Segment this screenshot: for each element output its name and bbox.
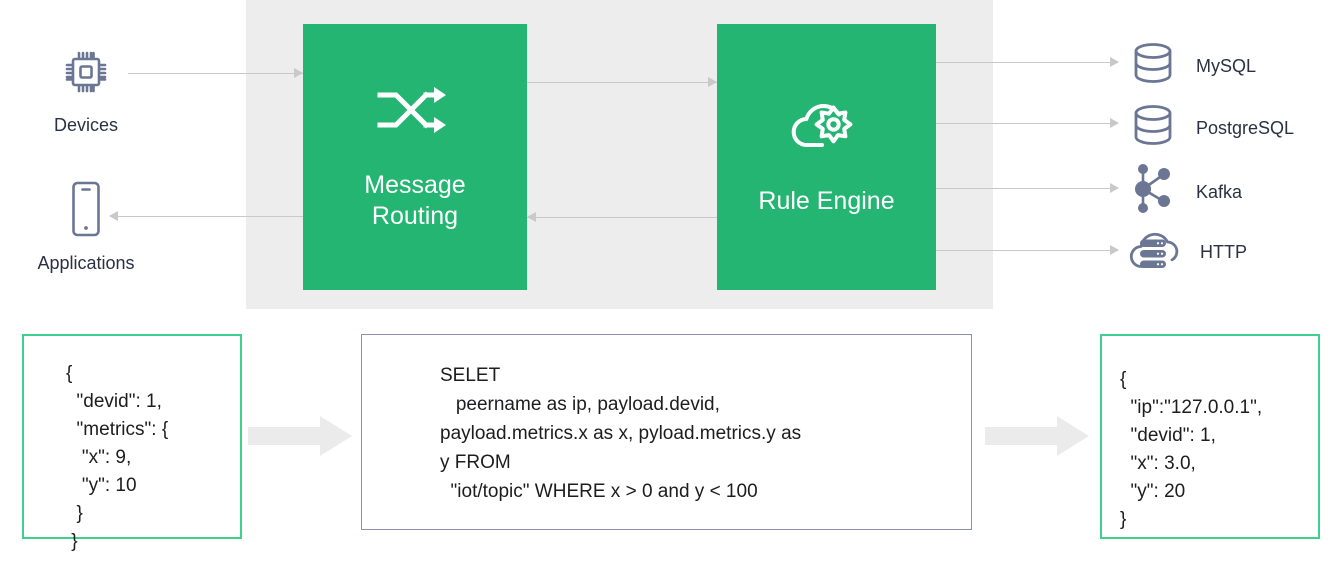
output-payload-code: { "ip":"127.0.0.1", "devid": 1, "x": 3.0… <box>1120 369 1263 530</box>
stage-message-routing-label: Message Routing <box>364 170 466 230</box>
database-icon <box>1128 38 1178 93</box>
sql-rule-panel: SELET peername as ip, payload.devid, pay… <box>361 334 972 530</box>
connector-routing-to-applications <box>118 216 303 217</box>
connector-rule-to-mysql <box>936 62 1118 63</box>
connector-rule-to-http <box>936 250 1118 251</box>
arrowhead-rule-to-postgresql-icon <box>1110 118 1119 128</box>
input-payload-code: { "devid": 1, "metrics": { "x": 9, "y": … <box>66 363 169 552</box>
sql-rule-code: SELET peername as ip, payload.devid, pay… <box>440 365 802 502</box>
stage-rule-engine-label: Rule Engine <box>758 187 895 215</box>
connector-rule-to-routing <box>527 217 717 218</box>
block-arrow-right-icon <box>248 414 352 458</box>
connector-devices-to-routing <box>128 73 303 74</box>
connector-routing-to-rule <box>527 82 717 83</box>
source-node-devices[interactable]: Devices <box>26 44 146 136</box>
input-payload-panel: { "devid": 1, "metrics": { "x": 9, "y": … <box>22 334 242 552</box>
connector-rule-to-kafka <box>936 188 1118 189</box>
arrowhead-rule-to-http-icon <box>1110 245 1119 255</box>
database-icon <box>1128 100 1178 155</box>
source-node-applications[interactable]: Applications <box>20 180 152 274</box>
arrowhead-devices-to-routing-icon <box>294 68 303 78</box>
stage-rule-engine[interactable]: Rule Engine <box>717 24 936 290</box>
sink-node-postgresql[interactable]: PostgreSQL <box>1128 100 1294 155</box>
source-node-applications-label: Applications <box>37 253 135 273</box>
cloud-gear-icon <box>789 97 865 160</box>
node-network-icon <box>1128 163 1178 220</box>
sink-node-mysql[interactable]: MySQL <box>1128 38 1256 93</box>
stage-message-routing[interactable]: Message Routing <box>303 24 527 290</box>
sink-node-kafka-label: Kafka <box>1196 181 1243 202</box>
block-arrow-right-icon <box>985 414 1089 458</box>
sink-node-http[interactable]: HTTP <box>1128 225 1247 278</box>
sink-node-http-label: HTTP <box>1200 241 1247 262</box>
source-node-devices-label: Devices <box>53 115 119 135</box>
shuffle-icon <box>376 83 454 144</box>
arrowhead-rule-to-kafka-icon <box>1110 183 1119 193</box>
sink-node-kafka[interactable]: Kafka <box>1128 163 1242 220</box>
connector-rule-to-postgresql <box>936 123 1118 124</box>
arrowhead-routing-to-applications-icon <box>109 211 118 221</box>
output-payload-panel: { "ip":"127.0.0.1", "devid": 1, "x": 3.0… <box>1100 334 1320 539</box>
arrowhead-routing-to-rule-icon <box>708 77 717 87</box>
cloud-server-icon <box>1128 225 1182 278</box>
arrowhead-rule-to-mysql-icon <box>1110 57 1119 67</box>
sink-node-mysql-label: MySQL <box>1196 55 1257 76</box>
smartphone-icon <box>65 180 107 243</box>
arrowhead-rule-to-routing-icon <box>527 212 536 222</box>
chip-icon <box>58 44 114 105</box>
sink-node-postgresql-label: PostgreSQL <box>1196 117 1295 138</box>
